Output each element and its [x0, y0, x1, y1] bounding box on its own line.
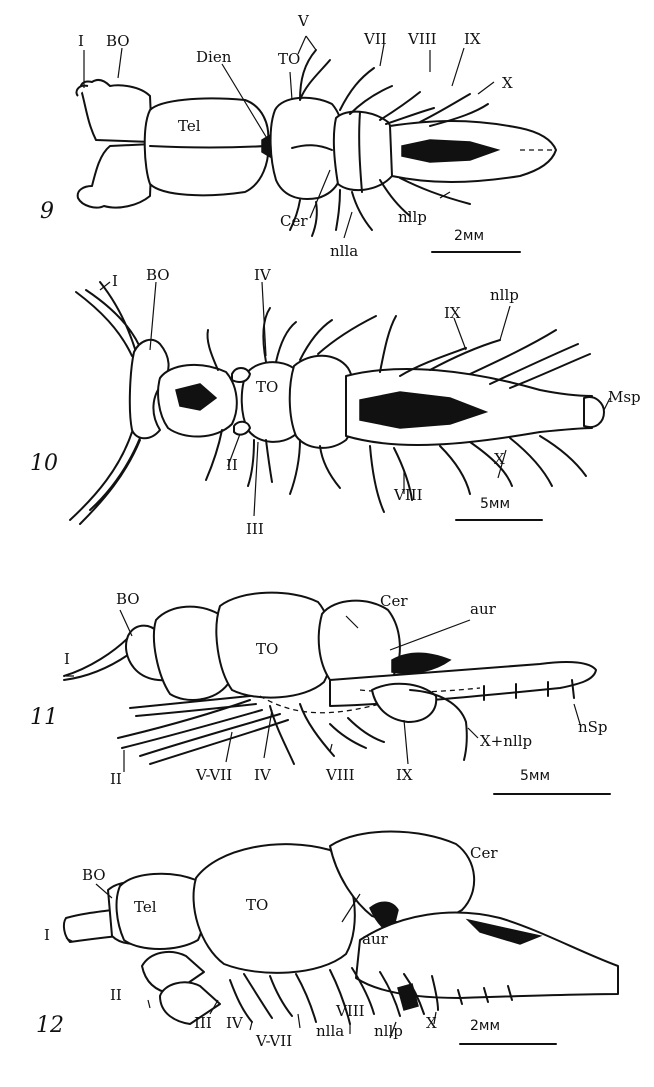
fig12-label-I: I [44, 926, 50, 944]
fig10-spinal-cord-end [583, 396, 605, 428]
fig12-label-V-VII: V-VII [255, 1032, 292, 1050]
fig9-label-V: V [297, 12, 310, 30]
fig11-number: 11 [30, 705, 58, 730]
fig9-olfactory-bulb-upper [79, 78, 153, 143]
fig11-label-aur: aur [470, 600, 497, 618]
fig12-label-Tel: Tel [134, 898, 157, 916]
fig12-label-IV: IV [226, 1014, 244, 1032]
fig10-label-nllp: nllp [490, 286, 519, 304]
fig12-label-VIII: VIII [335, 1002, 365, 1020]
fig10-label-BO: BO [146, 266, 170, 284]
fig9-label-I: I [78, 32, 84, 50]
fig10-label-X: X [494, 450, 505, 468]
fig10-label-TO: TO [256, 378, 278, 396]
fig9-nerve-IX-X [419, 93, 489, 127]
fig12-label-BO: BO [82, 866, 106, 884]
fig10-olfactory-bulb [128, 338, 170, 440]
fig9-label-VIII: VIII [407, 30, 437, 48]
fig11-label-nSp: nSp [578, 718, 608, 736]
fig10-scale-label: 5мм [480, 496, 510, 512]
fig9-olfactory-stalk [75, 84, 89, 97]
fig11-label-V-VII: V-VII [195, 766, 232, 784]
fig12-label-nllp: nllp [374, 1022, 403, 1040]
figure-10: I BO IV IX nllp TO Msp II III VIII X 10 … [30, 266, 641, 538]
fig11-label-I: I [64, 650, 70, 668]
fig10-label-Msp: Msp [608, 388, 641, 406]
fig9-optic-tectum [269, 96, 345, 200]
fig10-label-III: III [246, 520, 264, 538]
fig12-optic-tectum [192, 843, 356, 974]
fig9-number: 9 [40, 199, 54, 224]
fig10-cerebellum [288, 354, 357, 449]
fig12-label-aur: aur [362, 930, 389, 948]
fig10-label-II: II [226, 456, 238, 474]
fig12-scale-label: 2мм [470, 1018, 500, 1034]
fig11-label-BO: BO [116, 590, 140, 608]
fig12-label-X: X [426, 1014, 437, 1032]
fig11-label-TO: TO [256, 640, 278, 658]
fig11-label-VIII: VIII [325, 766, 355, 784]
fig11-optic-tectum [215, 591, 333, 699]
fig10-label-VIII: VIII [393, 486, 423, 504]
fig9-label-nllp: nllp [398, 208, 427, 226]
fig12-label-nlla: nllа [316, 1022, 344, 1040]
fig9-label-Tel: Tel [178, 117, 201, 135]
fig12-label-III: III [194, 1014, 212, 1032]
fig12-number: 12 [36, 1013, 64, 1038]
fig11-label-X-nllp: X+nllp [480, 732, 532, 750]
fig11-scale-label: 5мм [520, 768, 550, 784]
fig10-number: 10 [30, 451, 58, 476]
fig10-olfactory-tract-lower [69, 431, 141, 525]
fig9-nerve-V [299, 49, 331, 101]
fig12-medulla [355, 911, 619, 999]
fig10-label-IV: IV [254, 266, 272, 284]
fig10-label-I: I [112, 272, 118, 290]
fig11-label-IV: IV [254, 766, 272, 784]
fig9-label-BO: BO [106, 32, 130, 50]
fig12-olfactory-stalk [62, 909, 119, 943]
fig12-label-TO: TO [246, 896, 268, 914]
fig11-label-Cer: Cer [380, 592, 408, 610]
fig9-label-Cer: Cer [280, 212, 308, 230]
fig9-olfactory-bulb-lower [76, 143, 153, 209]
fig9-label-X: X [502, 74, 513, 92]
fig10-label-IX: IX [444, 304, 461, 322]
figure-9: I BO Dien TO V VII VIII IX X Tel Cer nll… [40, 12, 557, 260]
fig9-label-Dien: Dien [196, 48, 232, 66]
figure-12: BO Tel TO Cer I aur II III IV V-VII nllа… [36, 830, 619, 1050]
fig11-label-II: II [110, 770, 122, 788]
figure-11: BO Cer aur I TO II V-VII IV VIII IX X+nl… [30, 590, 611, 795]
fig12-cerebellum [329, 830, 475, 924]
fig12-label-II: II [110, 986, 122, 1004]
fig9-label-TO: TO [278, 50, 300, 68]
fig9-scale-label: 2мм [454, 228, 484, 244]
fig9-label-VII: VII [363, 30, 387, 48]
fig9-label-IX: IX [464, 30, 481, 48]
fig10-olfactory-tract-upper [75, 281, 143, 357]
fig9-label-nlla: nllа [330, 242, 358, 260]
fig12-telencephalon [115, 872, 205, 950]
fig12-label-Cer: Cer [470, 844, 498, 862]
fig11-label-IX: IX [396, 766, 413, 784]
